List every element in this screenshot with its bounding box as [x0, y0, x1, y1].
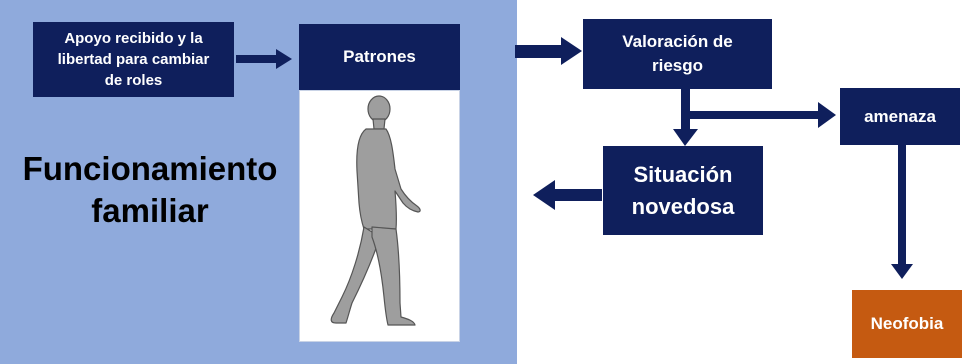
risk-line-2: riesgo — [651, 56, 704, 75]
figure-frame — [299, 90, 460, 342]
support-line-2: libertad para cambiar — [57, 51, 210, 68]
patterns-label: Patrones — [343, 47, 416, 66]
panel-title-line-1: Funcionamiento — [22, 150, 278, 187]
arrow-support-to-patterns — [236, 49, 292, 69]
arrow-risk-to-novel — [673, 89, 698, 146]
novel-line-1: Situación — [633, 161, 733, 187]
patterns-box: Patrones — [299, 24, 460, 90]
arrow-novel-to-panel — [533, 180, 602, 210]
support-box: Apoyo recibido y la libertad para cambia… — [33, 22, 234, 97]
support-line-1: Apoyo recibido y la — [64, 30, 203, 47]
arrow-threat-to-neophobia — [891, 145, 913, 279]
panel-title-line-2: familiar — [91, 192, 209, 229]
neophobia-label: Neofobia — [870, 314, 944, 333]
novel-line-2: novedosa — [631, 193, 735, 219]
panel-title: Funcionamiento familiar — [0, 148, 300, 232]
neophobia-box: Neofobia — [852, 290, 962, 358]
threat-label: amenaza — [864, 106, 936, 126]
support-line-3: de roles — [104, 72, 163, 89]
novel-situation-box: Situación novedosa — [603, 146, 763, 235]
arrow-panel-to-risk — [515, 37, 582, 65]
risk-box: Valoración de riesgo — [583, 19, 772, 89]
walking-person-icon — [330, 95, 421, 326]
risk-line-1: Valoración de — [622, 32, 733, 51]
arrow-risk-to-threat — [689, 102, 836, 128]
threat-box: amenaza — [840, 88, 960, 145]
